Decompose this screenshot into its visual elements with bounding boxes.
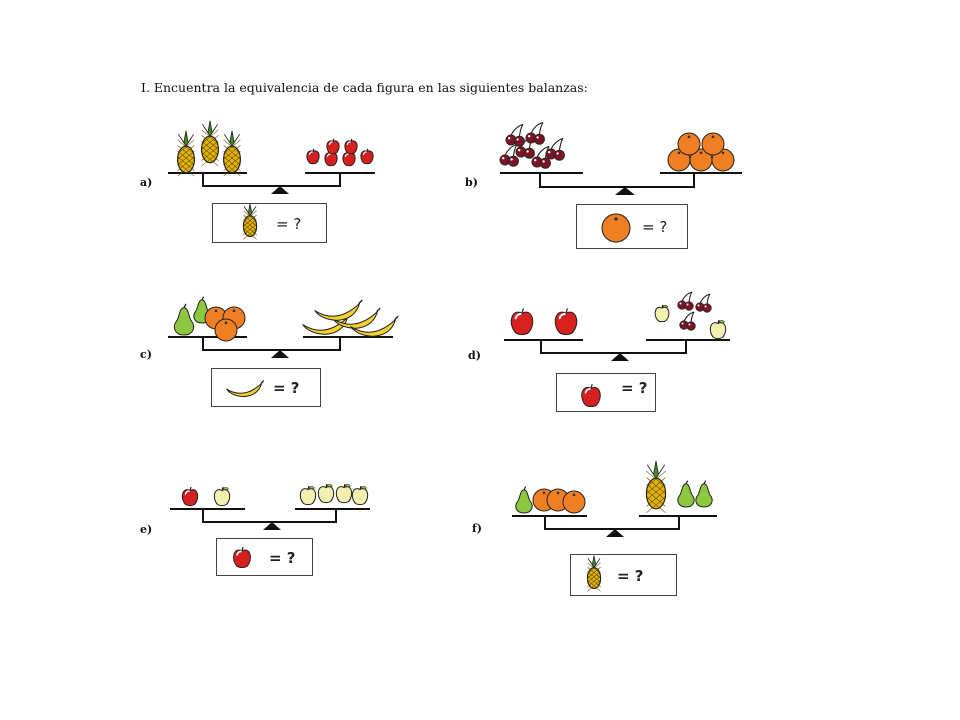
- cherry-icon: [695, 293, 712, 313]
- yellow-apple-icon: [317, 483, 335, 504]
- question-fruit: [233, 546, 251, 569]
- balance-exercise-e: e) = ?: [140, 470, 400, 580]
- exercise-label: b): [465, 176, 478, 189]
- yellow-apple-icon: [709, 319, 727, 340]
- cherry-icon: [499, 143, 519, 167]
- left-pan-fruits: [173, 296, 246, 342]
- pineapple-icon: [223, 130, 241, 177]
- banana-icon: [226, 380, 265, 398]
- apple-icon: [554, 308, 578, 335]
- question-box: = ?: [556, 373, 656, 412]
- question-fruit: [586, 555, 602, 592]
- orange-icon: [701, 132, 725, 156]
- balance-exercise-f: f) = ?: [472, 452, 762, 602]
- balance-scale: [504, 339, 730, 361]
- yellow-apple-icon: [351, 485, 369, 506]
- question-text: = ?: [276, 215, 302, 233]
- question-text: = ?: [273, 379, 300, 397]
- left-pan-fruits: [177, 120, 241, 177]
- apple-icon: [181, 486, 199, 507]
- orange-icon: [214, 318, 238, 342]
- question-box: = ?: [212, 203, 327, 243]
- apple-icon: [324, 150, 338, 167]
- question-text: = ?: [617, 567, 644, 585]
- yellow-apple-icon: [654, 304, 670, 323]
- orange-icon: [601, 213, 631, 243]
- yellow-apple-icon: [213, 486, 231, 507]
- question-fruit: [601, 213, 631, 243]
- apple-icon: [326, 138, 340, 155]
- right-pan-fruits: [645, 460, 713, 514]
- pear-icon: [173, 303, 195, 336]
- balance-exercise-b: b) = ?: [465, 110, 755, 250]
- yellow-apple-icon: [299, 485, 317, 506]
- cherry-icon: [525, 121, 545, 145]
- balance-scale: [500, 172, 742, 195]
- apple-icon: [360, 148, 374, 165]
- pineapple-icon: [645, 460, 667, 514]
- exercise-label: a): [140, 176, 153, 189]
- pineapple-icon: [177, 130, 195, 177]
- balance-exercise-a: a) = ?: [140, 110, 400, 250]
- balance-scale: [170, 508, 370, 530]
- question-text: = ?: [642, 218, 668, 236]
- right-pan-fruits: [306, 138, 374, 167]
- balance-exercise-c: c) = ?: [140, 285, 400, 415]
- question-text: = ?: [269, 549, 296, 567]
- exercise-label: e): [140, 523, 153, 536]
- exercise-label: c): [140, 348, 152, 361]
- banana-icon: [350, 315, 399, 337]
- balance-scale: [512, 515, 717, 537]
- apple-icon: [306, 148, 320, 165]
- right-pan-fruits: [299, 483, 369, 506]
- cherry-icon: [505, 123, 525, 147]
- worksheet-instruction: I. Encuentra la equivalencia de cada fig…: [141, 80, 588, 95]
- apple-icon: [581, 384, 601, 408]
- left-pan-fruits: [515, 486, 586, 514]
- yellow-apple-icon: [335, 483, 353, 504]
- banana-icon: [332, 307, 381, 329]
- question-box: = ?: [216, 538, 313, 576]
- exercise-label: d): [468, 349, 481, 362]
- cherry-icon: [679, 311, 696, 331]
- pear-icon: [677, 480, 695, 508]
- pineapple-icon: [242, 203, 258, 240]
- balance-exercise-d: d) = ?: [468, 285, 758, 415]
- left-pan-fruits: [499, 121, 565, 169]
- question-box: = ?: [211, 368, 321, 407]
- pineapple-icon: [201, 120, 219, 167]
- question-box: = ?: [576, 204, 688, 249]
- pear-icon: [515, 486, 533, 514]
- right-pan-fruits: [302, 299, 399, 337]
- question-fruit: [226, 380, 265, 398]
- pineapple-icon: [586, 555, 602, 592]
- right-pan-fruits: [654, 291, 727, 340]
- banana-icon: [314, 299, 363, 321]
- question-box: = ?: [570, 554, 677, 596]
- exercise-label: f): [472, 522, 482, 535]
- orange-icon: [677, 132, 701, 156]
- cherry-icon: [531, 145, 551, 169]
- left-pan-fruits: [510, 308, 578, 335]
- question-fruit: [581, 384, 601, 408]
- cherry-icon: [677, 291, 694, 311]
- cherry-icon: [545, 137, 565, 161]
- question-fruit: [242, 203, 258, 240]
- apple-icon: [510, 308, 534, 335]
- orange-icon: [562, 490, 586, 514]
- apple-icon: [233, 546, 251, 569]
- apple-icon: [342, 150, 356, 167]
- right-pan-fruits: [667, 132, 735, 172]
- question-text: = ?: [621, 379, 648, 397]
- left-pan-fruits: [181, 486, 231, 507]
- apple-icon: [344, 138, 358, 155]
- pear-icon: [695, 480, 713, 508]
